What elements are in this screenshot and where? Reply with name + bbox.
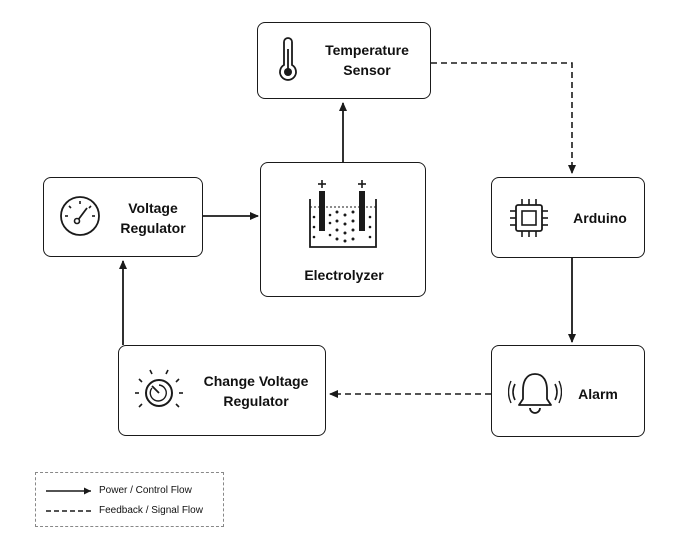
alarm-node: Alarm (491, 345, 645, 437)
microchip-icon (510, 199, 548, 237)
electrolysis-cell-icon (309, 180, 377, 248)
knob-dial-icon (135, 369, 183, 408)
change-voltage-regulator-node: Change Voltage Regulator (118, 345, 326, 436)
temperature-sensor-title-line1: Temperature (325, 42, 409, 58)
electrolyzer-title: Electrolyzer (304, 267, 384, 283)
edge-sensor-to-arduino (431, 62, 576, 174)
voltage-regulator-node: Voltage Regulator (43, 177, 203, 257)
alarm-title: Alarm (578, 386, 618, 402)
legend-dashed-label: Feedback / Signal Flow (99, 505, 203, 516)
bell-icon (508, 373, 562, 414)
legend: Power / Control Flow Feedback / Signal F… (35, 472, 224, 527)
electrolyzer-node: Electrolyzer (260, 162, 426, 297)
change-voltage-regulator-title-line1: Change Voltage (203, 373, 309, 389)
change-voltage-regulator-title-line2: Regulator (223, 393, 289, 409)
temperature-sensor-node: Temperature Sensor (257, 22, 431, 99)
legend-solid-label: Power / Control Flow (99, 485, 192, 496)
arduino-title: Arduino (573, 210, 627, 226)
gauge-icon (60, 196, 100, 236)
thermometer-icon (279, 37, 297, 81)
arduino-node: Arduino (491, 177, 645, 258)
temperature-sensor-title-line2: Sensor (343, 62, 391, 78)
voltage-regulator-title-line1: Voltage (128, 200, 178, 216)
voltage-regulator-title-line2: Regulator (120, 220, 186, 236)
legend-swatches (46, 487, 91, 512)
